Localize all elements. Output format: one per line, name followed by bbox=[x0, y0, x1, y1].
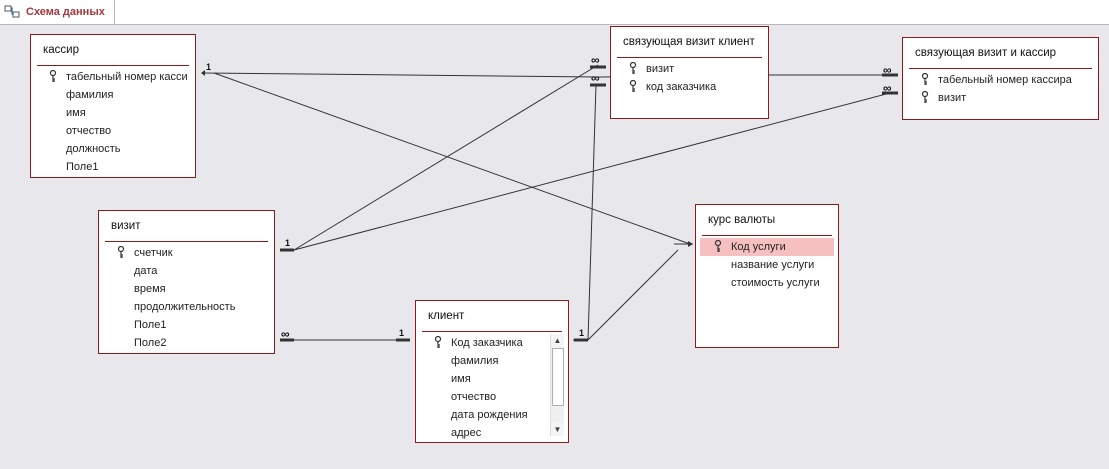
field-row[interactable]: Поле2 bbox=[99, 334, 274, 352]
field-name: визит bbox=[646, 63, 675, 75]
rel-svkas-many-2: ∞ bbox=[883, 81, 892, 95]
field-name: время bbox=[134, 283, 166, 295]
key-icon bbox=[629, 62, 637, 74]
table-kurs-valyuty[interactable]: курс валюты Код услуги название услуги с… bbox=[695, 204, 839, 348]
field-name: имя bbox=[451, 373, 471, 385]
field-name: Поле2 bbox=[134, 337, 167, 349]
field-row[interactable]: продолжительность bbox=[99, 298, 274, 316]
field-name: табельный номер касси bbox=[66, 71, 188, 83]
field-row[interactable]: дата bbox=[99, 262, 274, 280]
field-name: отчество bbox=[66, 125, 112, 137]
key-icon bbox=[629, 80, 637, 92]
key-icon bbox=[434, 336, 442, 348]
key-icon bbox=[921, 73, 929, 85]
tab-label: Схема данных bbox=[26, 6, 105, 18]
field-row[interactable]: фамилия bbox=[31, 86, 195, 104]
table-title: связующая визит и кассир bbox=[915, 47, 1057, 59]
scrollbar-thumb[interactable] bbox=[552, 348, 564, 406]
rel-klient-out-one: 1 bbox=[579, 328, 585, 338]
field-row[interactable]: табельный номер касси bbox=[31, 68, 195, 86]
divider bbox=[617, 57, 762, 58]
field-row[interactable]: Код заказчика bbox=[416, 334, 550, 352]
field-name: фамилия bbox=[451, 355, 499, 367]
table-kassir[interactable]: кассир табельный номер касси фамилия имя… bbox=[30, 34, 196, 178]
field-name: Поле1 bbox=[134, 319, 167, 331]
field-row[interactable]: адрес bbox=[416, 424, 550, 442]
field-name: Поле1 bbox=[66, 161, 99, 173]
field-row[interactable]: Поле1 bbox=[99, 316, 274, 334]
field-name: Код заказчика bbox=[451, 337, 523, 349]
field-row[interactable]: отчество bbox=[416, 388, 550, 406]
field-name: продолжительность bbox=[134, 301, 236, 313]
rel-svk-many-2: ∞ bbox=[591, 71, 600, 85]
field-row[interactable]: отчество bbox=[31, 122, 195, 140]
field-row[interactable]: время bbox=[99, 280, 274, 298]
divider bbox=[909, 68, 1092, 69]
field-row[interactable]: Поле1 bbox=[31, 158, 195, 176]
scroll-up-icon[interactable]: ▲ bbox=[551, 334, 564, 347]
field-row[interactable]: визит bbox=[611, 60, 768, 78]
rel-klient-one: 1 bbox=[399, 328, 405, 338]
table-title: связующая визит клиент bbox=[623, 36, 755, 48]
field-row[interactable]: дата рождения bbox=[416, 406, 550, 424]
vertical-scrollbar[interactable]: ▲ ▼ bbox=[550, 334, 564, 436]
key-icon bbox=[714, 240, 722, 252]
scroll-down-icon[interactable]: ▼ bbox=[551, 423, 564, 436]
field-name: адрес bbox=[451, 427, 482, 439]
field-name: код заказчика bbox=[646, 81, 717, 93]
field-name: дата рождения bbox=[451, 409, 528, 421]
table-klient[interactable]: клиент Код заказчика фамилия имя отчеств… bbox=[415, 300, 569, 443]
key-icon bbox=[117, 246, 125, 258]
field-name: дата bbox=[134, 265, 158, 277]
field-row-selected[interactable]: Код услуги bbox=[700, 238, 834, 256]
field-row[interactable]: имя bbox=[31, 104, 195, 122]
field-row[interactable]: фамилия bbox=[416, 352, 550, 370]
table-svyaz-vizit-klient[interactable]: связующая визит клиент визит код заказчи… bbox=[610, 26, 769, 119]
divider bbox=[702, 235, 832, 236]
table-title: курс валюты bbox=[708, 214, 776, 226]
divider bbox=[422, 331, 562, 332]
rel-vizit-many: ∞ bbox=[281, 327, 290, 341]
field-name: имя bbox=[66, 107, 86, 119]
field-row[interactable]: стоимость услуги bbox=[696, 274, 838, 292]
table-vizit[interactable]: визит счетчик дата время продолжительнос… bbox=[98, 210, 275, 354]
field-row[interactable]: табельный номер кассира bbox=[903, 71, 1098, 89]
field-name: Код услуги bbox=[731, 241, 786, 253]
field-row[interactable]: код заказчика bbox=[611, 78, 768, 96]
tab-schema[interactable]: Схема данных bbox=[0, 0, 115, 24]
field-row[interactable]: название услуги bbox=[696, 256, 838, 274]
table-title: клиент bbox=[428, 310, 465, 322]
field-row[interactable]: визит bbox=[903, 89, 1098, 107]
rel-svk-many-1: ∞ bbox=[591, 53, 600, 67]
relationships-icon bbox=[4, 5, 20, 18]
rel-svkas-many-1: ∞ bbox=[883, 63, 892, 77]
field-name: отчество bbox=[451, 391, 497, 403]
divider bbox=[37, 65, 189, 66]
field-name: должность bbox=[66, 143, 121, 155]
rel-vizit-one: 1 bbox=[285, 238, 291, 248]
field-name: счетчик bbox=[134, 247, 173, 259]
field-row[interactable]: должность bbox=[31, 140, 195, 158]
table-title: визит bbox=[111, 220, 141, 232]
field-name: фамилия bbox=[66, 89, 114, 101]
field-name: визит bbox=[938, 92, 967, 104]
field-row[interactable]: счетчик bbox=[99, 244, 274, 262]
key-icon bbox=[49, 70, 57, 82]
table-title: кассир bbox=[43, 44, 79, 56]
field-name: название услуги bbox=[731, 259, 815, 271]
field-name: табельный номер кассира bbox=[938, 74, 1072, 86]
field-name: стоимость услуги bbox=[731, 277, 820, 289]
divider bbox=[105, 241, 268, 242]
table-svyaz-vizit-kassir[interactable]: связующая визит и кассир табельный номер… bbox=[902, 37, 1099, 120]
document-tab-bar: Схема данных bbox=[0, 0, 1109, 25]
key-icon bbox=[921, 91, 929, 103]
field-row[interactable]: имя bbox=[416, 370, 550, 388]
rel-kassir-one: 1 bbox=[206, 62, 212, 72]
